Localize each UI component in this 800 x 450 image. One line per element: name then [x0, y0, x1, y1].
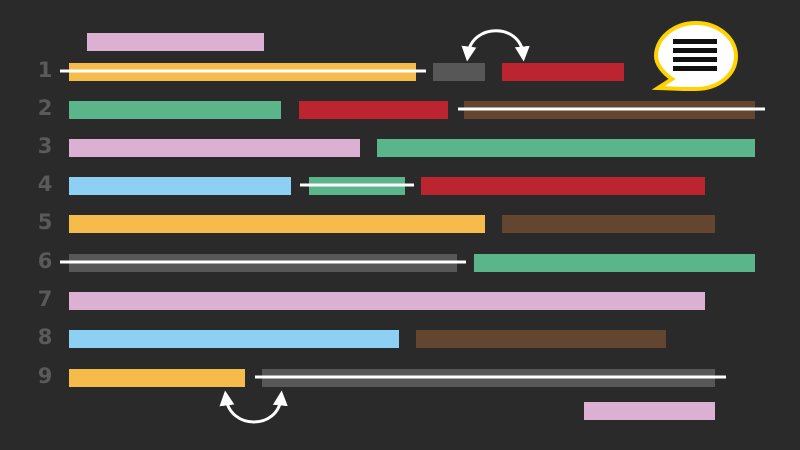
code-bar-1-red	[502, 63, 624, 81]
swap-arrows-icon	[219, 29, 530, 424]
code-bar-2-red	[299, 101, 448, 119]
code-bar-3-pink	[69, 139, 360, 157]
line-number-2: 2	[38, 96, 53, 120]
swap-arrows-icon-bottom	[219, 390, 288, 424]
code-bar-7-pink	[69, 292, 705, 310]
code-bar-9-orange	[69, 369, 245, 387]
code-bar-5-orange	[69, 215, 485, 233]
code-bar-top-pink	[87, 33, 264, 51]
code-bar-3-green	[377, 139, 755, 157]
code-bars	[69, 33, 755, 420]
code-bar-4-red	[421, 177, 705, 195]
speech-bubble-line-1	[673, 39, 717, 44]
code-bar-1-gray	[433, 63, 485, 81]
line-number-5: 5	[38, 210, 53, 234]
code-bar-2-green	[69, 101, 281, 119]
speech-bubble-line-4	[673, 66, 717, 71]
speech-bubble-icon	[651, 20, 739, 91]
code-bar-5-brown	[502, 215, 715, 233]
speech-bubble-line-2	[673, 48, 717, 53]
line-number-7: 7	[38, 287, 53, 311]
code-bar-8-brown	[416, 330, 666, 348]
code-bar-6-green	[474, 254, 755, 272]
code-bar-bottom-pink	[584, 402, 715, 420]
line-number-1: 1	[38, 58, 53, 82]
line-number-4: 4	[38, 172, 53, 196]
line-number-6: 6	[38, 249, 53, 273]
speech-bubble-line-3	[673, 57, 717, 62]
line-numbers: 1 2 3 4 5 6 7 8 9	[38, 58, 53, 388]
code-bar-8-blue	[69, 330, 399, 348]
line-number-3: 3	[38, 134, 53, 158]
strikethrough-lines	[60, 69, 765, 379]
line-number-9: 9	[38, 364, 53, 388]
swap-arrows-icon-top	[461, 29, 530, 62]
line-number-8: 8	[38, 325, 53, 349]
code-bar-4-blue	[69, 177, 291, 195]
